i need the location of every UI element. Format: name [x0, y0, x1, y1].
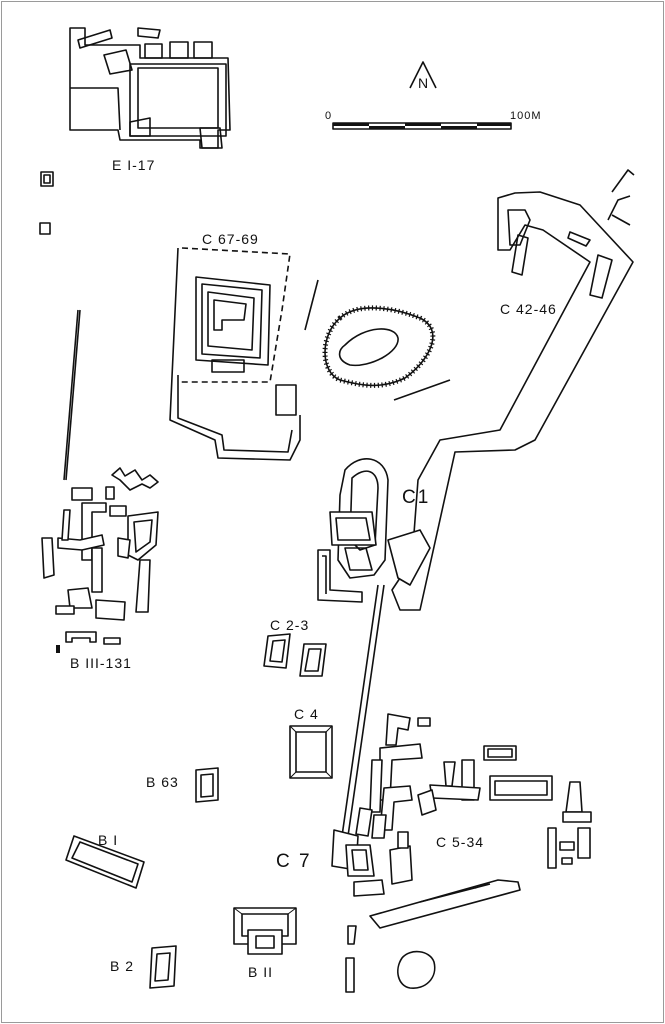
label-b11: B II: [248, 964, 273, 980]
structure-group-b2: [149, 945, 177, 989]
wall-line: [65, 309, 81, 481]
structure-group-b-111-131: [41, 467, 159, 653]
structure-group-c-42-46: [391, 169, 635, 611]
structure-group-c-67-69: [169, 247, 319, 461]
structure-group-c-2-3: [263, 633, 327, 677]
structure-group-c1: [317, 458, 431, 603]
causeway-wall: [339, 584, 379, 851]
scale-start: 0: [325, 110, 332, 122]
small-structure: [40, 171, 54, 187]
label-c-2-3: C 2-3: [270, 617, 309, 633]
label-c-5-34: C 5-34: [436, 834, 484, 850]
scale-end: 100M: [510, 110, 542, 122]
label-c7: C 7: [276, 851, 312, 872]
north-letter: N: [418, 75, 429, 91]
label-c-67-69: C 67-69: [202, 231, 259, 247]
structure-group-c-5-34: [331, 713, 592, 993]
mound: [322, 305, 436, 388]
label-b63: B 63: [146, 774, 179, 790]
small-structure: [39, 222, 51, 235]
structure-group-b63: [195, 767, 219, 803]
label-c4: C 4: [294, 706, 319, 722]
label-c1: C1: [402, 487, 430, 508]
label-b2: B 2: [110, 958, 134, 974]
structure-group-e-1-17: [69, 27, 231, 149]
label-b-111-131: B III-131: [70, 655, 132, 671]
structure-group-b1: [65, 835, 145, 889]
north-arrow-icon: [409, 61, 437, 89]
scale-bar: [332, 122, 512, 130]
label-e-1-17: E I-17: [112, 157, 155, 173]
label-c-42-46: C 42-46: [500, 301, 557, 317]
structure-group-b11: [233, 907, 297, 955]
label-b1: B I: [98, 832, 118, 848]
structure-group-c4: [289, 725, 333, 779]
